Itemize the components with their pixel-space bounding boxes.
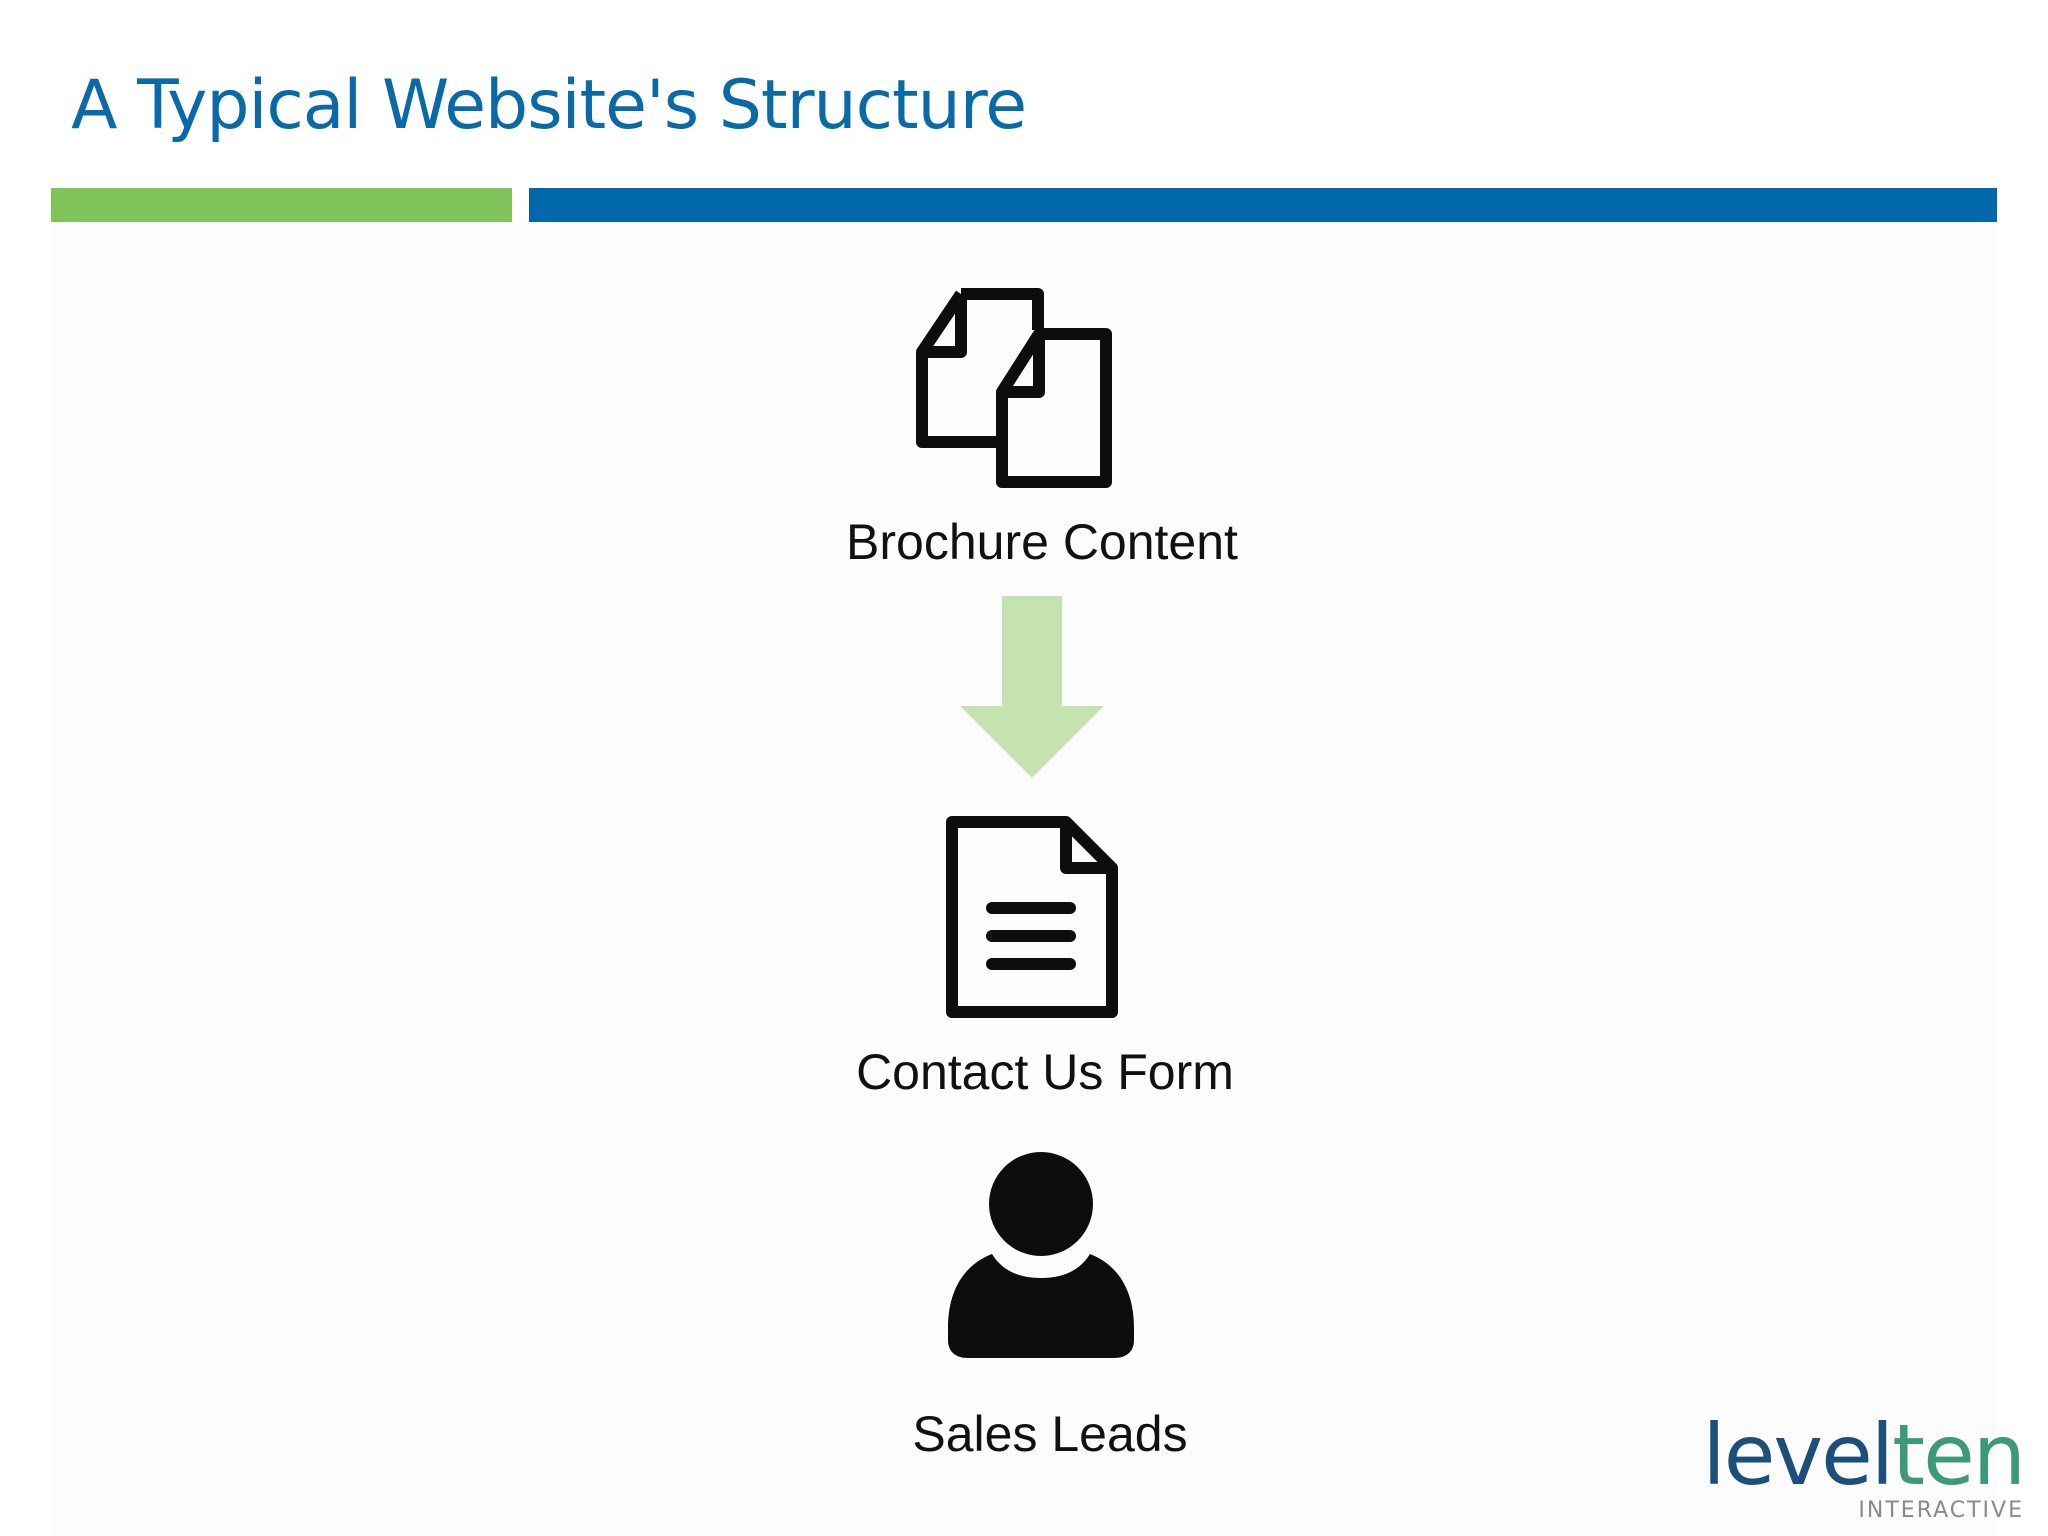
- logo-word-ten: ten: [1892, 1406, 2026, 1504]
- logo-subtitle: INTERACTIVE: [1858, 1498, 2024, 1523]
- logo-wordmark: levelten: [1702, 1410, 2026, 1500]
- accent-bar-green: [51, 188, 512, 222]
- person-icon: [944, 1148, 1138, 1360]
- node-label-contact-us-form: Contact Us Form: [856, 1044, 1234, 1100]
- form-document-icon: [944, 814, 1120, 1020]
- logo-word-level: level: [1702, 1406, 1894, 1504]
- arrow-down-icon: [958, 594, 1106, 780]
- node-label-brochure-content: Brochure Content: [846, 514, 1238, 570]
- levelten-logo: levelten INTERACTIVE: [1702, 1410, 2038, 1528]
- slide-title: A Typical Website's Structure: [71, 66, 1027, 145]
- accent-bar-blue: [529, 188, 1997, 222]
- node-label-sales-leads: Sales Leads: [912, 1406, 1188, 1462]
- documents-icon: [916, 288, 1116, 488]
